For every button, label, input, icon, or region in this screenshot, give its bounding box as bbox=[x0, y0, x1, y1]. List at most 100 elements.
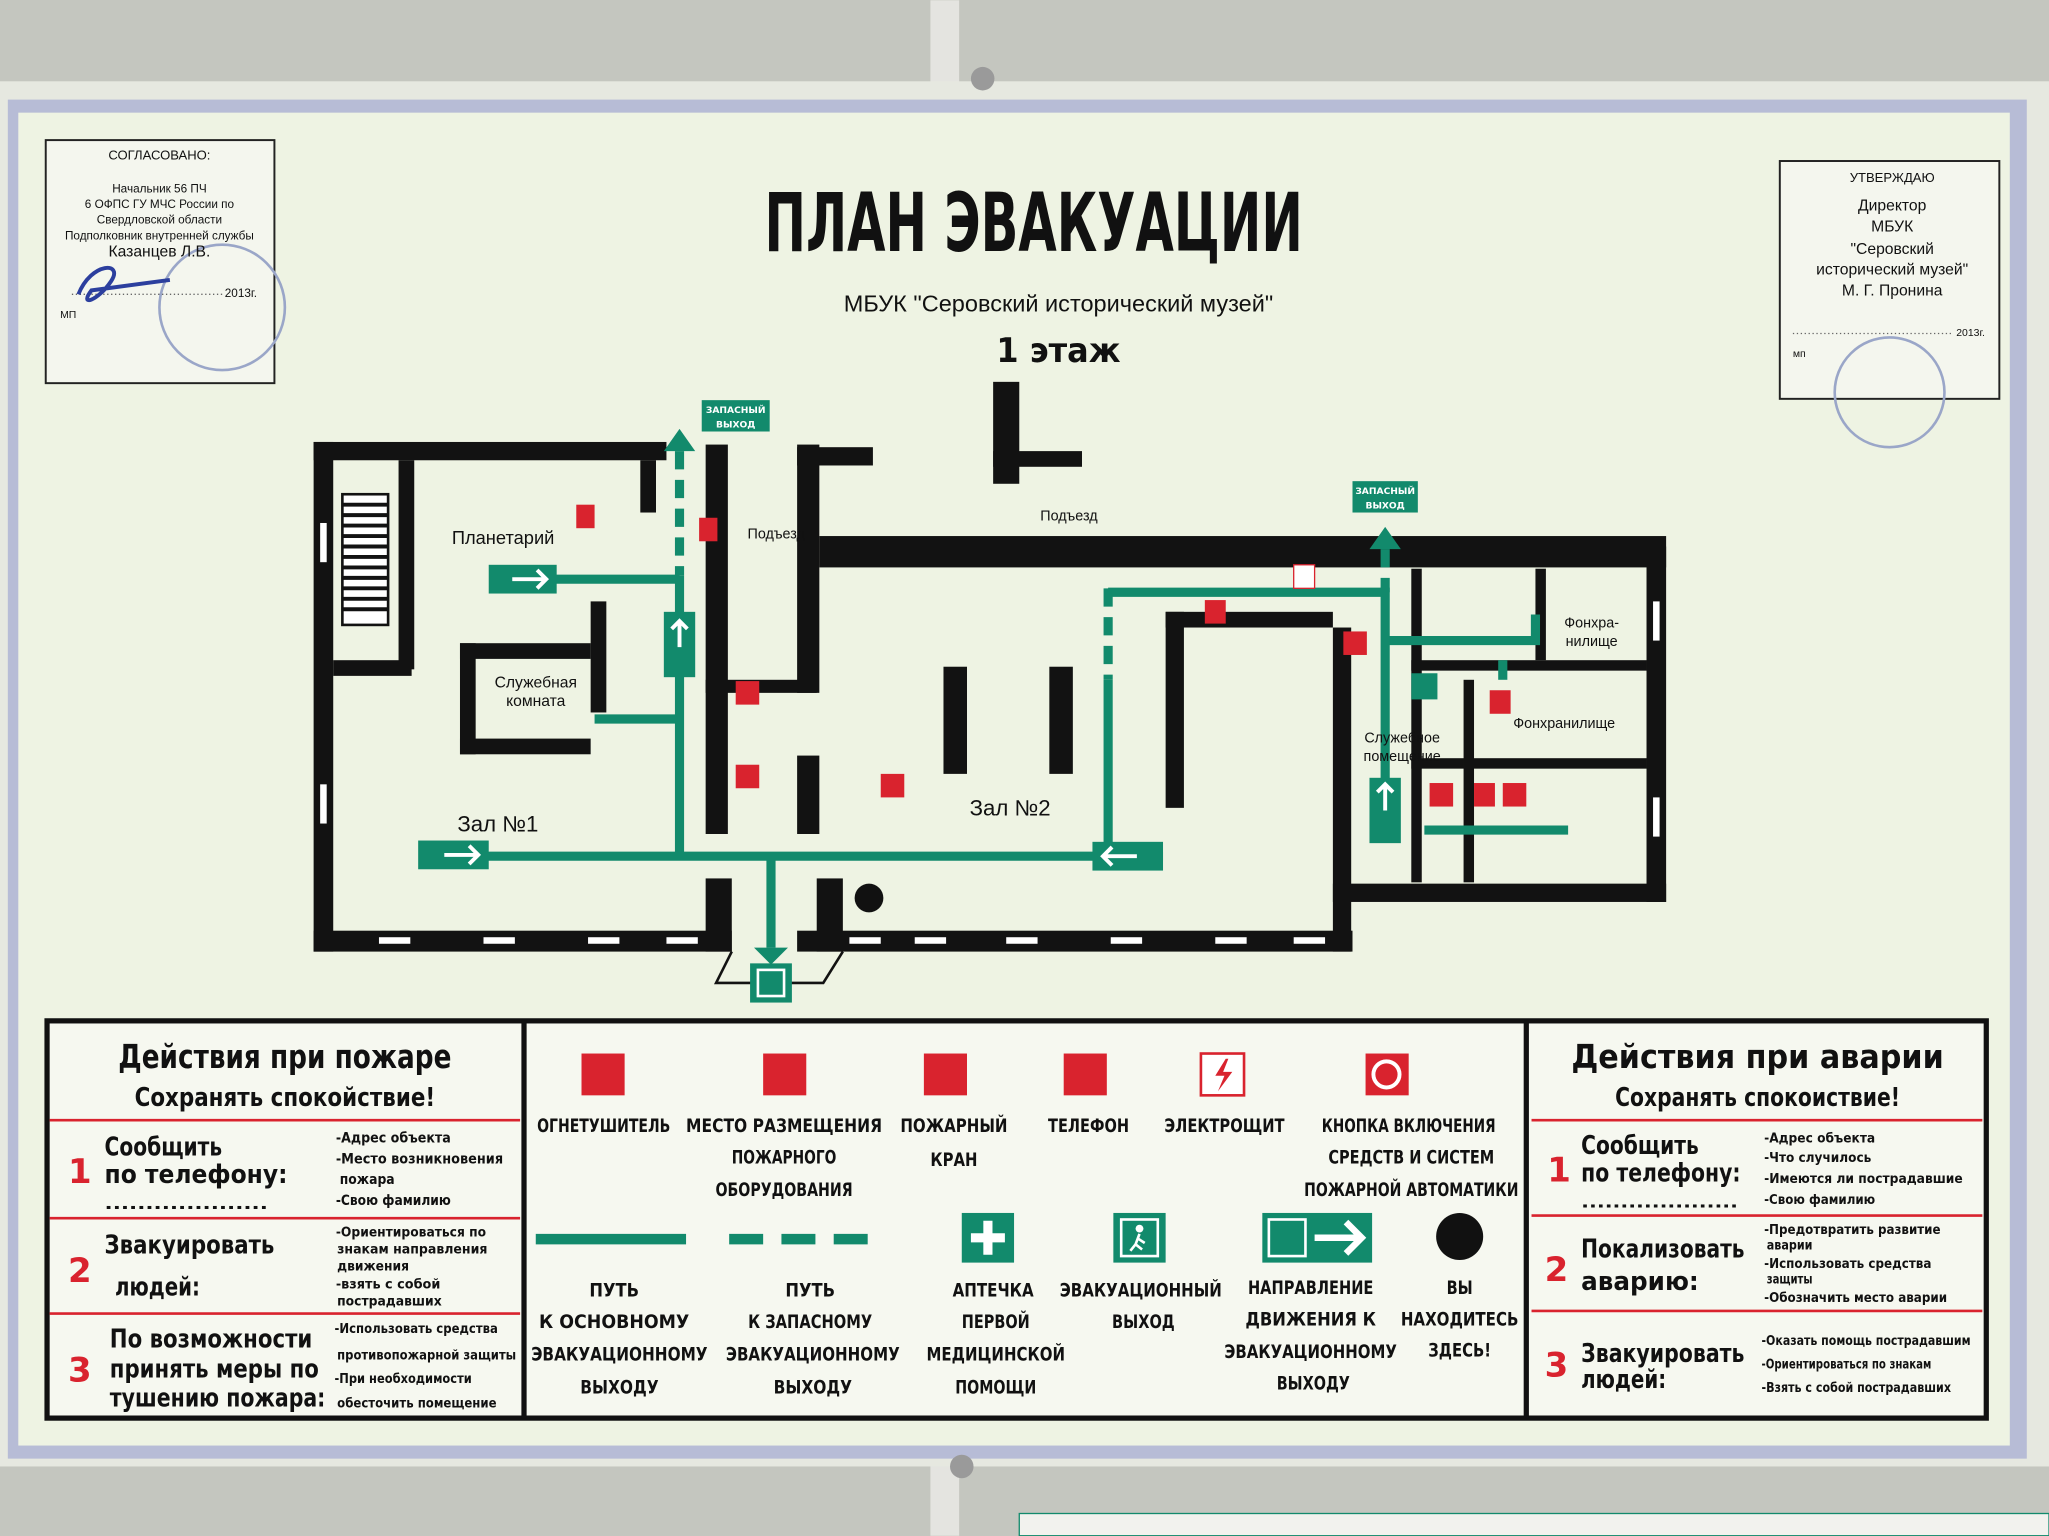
windows bbox=[320, 522, 1660, 944]
room-label: Фонхранилище bbox=[1513, 716, 1615, 732]
legend-label: ПЕРВОЙ bbox=[962, 1311, 1030, 1333]
fire-alarm-button-icon bbox=[735, 764, 760, 789]
floor-plan: ЗАПАСНЫЙ ВЫХОД ЗАПАСНЫЙ ВЫХОД Планетарий… bbox=[313, 381, 1667, 1003]
step-detail: -Имеются ли пострадавшие bbox=[1764, 1172, 1963, 1187]
step-detail: аварии bbox=[1767, 1239, 1813, 1254]
legend: ОГНЕТУШИТЕЛЬ МЕСТО РАЗМЕЩЕНИЯ ПОЖАРНОГО … bbox=[531, 1052, 1518, 1398]
room-label: Подъезд bbox=[1040, 508, 1098, 524]
fire-equipment-icon bbox=[735, 681, 760, 705]
stamp-heading: УТВЕРЖДАЮ bbox=[1850, 170, 1935, 185]
legend-label: НАПРАВЛЕНИЕ bbox=[1248, 1278, 1373, 1299]
step-text: По возможности bbox=[110, 1325, 313, 1355]
legend-label: ЭВАКУАЦИОННОМУ bbox=[531, 1345, 707, 1366]
exit-sign-icon bbox=[1092, 841, 1164, 871]
legend-label: ПОМОЩИ bbox=[955, 1377, 1036, 1398]
approval-stamp-right: УТВЕРЖДАЮ Директор МБУК "Серовский истор… bbox=[1778, 160, 2001, 449]
first-aid-icon bbox=[961, 1212, 1015, 1263]
room-label: Зал №2 bbox=[970, 796, 1051, 821]
room-label: Планетарий bbox=[452, 527, 555, 548]
mount-rail-top bbox=[930, 0, 960, 92]
fire-actions-panel: Действия при пожаре Сохранять спокойстви… bbox=[49, 1038, 521, 1413]
fire-alarm-button-icon bbox=[1343, 631, 1367, 655]
legend-label: КРАН bbox=[930, 1150, 977, 1171]
step-detail: противопожарной защиты bbox=[337, 1348, 516, 1363]
step-number: 2 bbox=[1545, 1250, 1569, 1290]
fire-extinguisher-icon bbox=[699, 517, 718, 542]
room-label: Фонхра- bbox=[1564, 616, 1619, 632]
exit-sign-icon bbox=[663, 611, 696, 678]
step-text: тушению пожара: bbox=[110, 1383, 326, 1413]
step-text: Сообщить bbox=[1581, 1131, 1699, 1161]
legend-label: ВЫХОД bbox=[1112, 1312, 1175, 1333]
phone-icon bbox=[1429, 783, 1454, 807]
fire-alarm-button-icon bbox=[1365, 1053, 1409, 1096]
legend-label: МЕСТО РАЗМЕЩЕНИЯ bbox=[686, 1116, 882, 1137]
evacuation-exit-icon bbox=[1113, 1212, 1166, 1263]
step-detail: защиты bbox=[1767, 1273, 1813, 1288]
fire-hydrant-icon bbox=[923, 1053, 968, 1096]
step-text: людей: bbox=[1581, 1365, 1666, 1395]
stamp-mp: МП bbox=[60, 310, 76, 321]
legend-label: ПОЖАРНОГО bbox=[732, 1147, 837, 1168]
legend-label: ЭВАКУАЦИОННЫЙ bbox=[1060, 1280, 1222, 1302]
exit-label: ВЫХОД bbox=[716, 421, 755, 431]
exit-sign-icon bbox=[1369, 777, 1401, 844]
step-number: 2 bbox=[68, 1251, 92, 1291]
stamp-line: 6 ОФПС ГУ МЧС России по bbox=[85, 198, 235, 211]
legend-label: К ОСНОВНОМУ bbox=[539, 1312, 689, 1333]
stamp-line: исторический музей" bbox=[1816, 262, 1968, 279]
step-detail: -При необходимости bbox=[335, 1372, 472, 1387]
you-are-here-icon bbox=[1436, 1212, 1484, 1260]
stairs bbox=[341, 492, 390, 627]
legend-label: ТЕЛЕФОН bbox=[1048, 1116, 1129, 1137]
next-sign-edge bbox=[1018, 1512, 2049, 1536]
fire-extinguisher-icon bbox=[576, 504, 595, 529]
phone-icon bbox=[1502, 783, 1527, 807]
legend-label: ЭВАКУАЦИОННОМУ bbox=[1224, 1342, 1396, 1363]
legend-label: ПОЖАРНОЙ АВТОМАТИКИ bbox=[1304, 1179, 1518, 1201]
step-number: 3 bbox=[1545, 1345, 1569, 1385]
stamp-line: "Серовский bbox=[1850, 241, 1933, 258]
step-number: 1 bbox=[68, 1152, 92, 1192]
room-label: Служебная bbox=[495, 675, 577, 692]
legend-label: К ЗАПАСНОМУ bbox=[748, 1312, 872, 1333]
first-aid-icon bbox=[1411, 673, 1438, 700]
screw-bottom bbox=[950, 1454, 974, 1479]
legend-label: ВЫХОДУ bbox=[580, 1377, 658, 1398]
legend-label: ПУТЬ bbox=[589, 1281, 639, 1302]
step-text: Сообщить bbox=[105, 1132, 223, 1162]
signature-icon bbox=[76, 265, 171, 302]
legend-label: ВЫХОДУ bbox=[774, 1377, 852, 1398]
page-title: ПЛАН ЭВАКУАЦИИ bbox=[764, 177, 1302, 271]
step-text: Звакуировать bbox=[1581, 1339, 1744, 1369]
phone-icon bbox=[1063, 1053, 1107, 1096]
floor-label: 1 этаж bbox=[996, 331, 1120, 371]
phone-icon bbox=[880, 773, 905, 798]
legend-label: ВЫ bbox=[1447, 1278, 1473, 1299]
direction-arrow-icon bbox=[1262, 1212, 1373, 1263]
organization-name: МБУК "Серовский исторический музей" bbox=[844, 290, 1273, 316]
fire-extinguisher-icon bbox=[1489, 690, 1511, 714]
exit-sign-icon bbox=[488, 564, 557, 594]
approval-stamp-left: СОГЛАСОВАНО: Начальник 56 ПЧ 6 ОФПС ГУ М… bbox=[44, 139, 287, 385]
step-detail: -Место возникновения bbox=[336, 1151, 503, 1167]
legend-label: ЭЛЕКТРОЩИТ bbox=[1164, 1116, 1285, 1137]
step-number: 1 bbox=[1547, 1151, 1571, 1191]
stamp-line: МБУК bbox=[1871, 219, 1914, 236]
panel-title: Действия при пожаре bbox=[118, 1038, 451, 1076]
room-label: Зал №1 bbox=[457, 811, 538, 836]
legend-label: МЕДИЦИНСКОЙ bbox=[926, 1344, 1065, 1366]
step-detail: -Взять с собой пострадавших bbox=[1762, 1381, 1952, 1396]
room-label: Служебное bbox=[1364, 731, 1440, 747]
step-detail: -Адрес объекта bbox=[1764, 1131, 1875, 1146]
exit-label: ЗАПАСНЫЙ bbox=[1355, 485, 1415, 497]
you-are-here-icon bbox=[854, 883, 884, 913]
electric-panel-icon bbox=[1199, 1052, 1246, 1097]
step-detail: движения bbox=[337, 1259, 409, 1274]
step-detail: -Использовать средства bbox=[335, 1322, 498, 1337]
stamp-mp: мп bbox=[1793, 349, 1806, 360]
step-detail: пожара bbox=[340, 1172, 395, 1188]
step-text: по телефону: bbox=[1581, 1159, 1740, 1189]
stamp-year: 2013г. bbox=[225, 287, 257, 300]
